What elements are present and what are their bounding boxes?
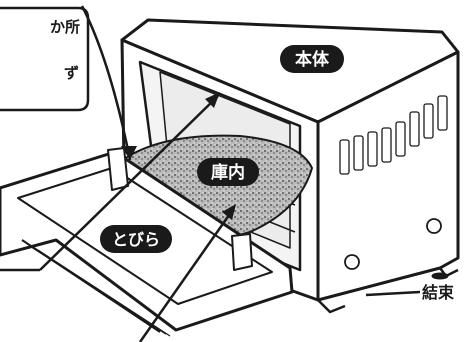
label-binding-text: 結束 bbox=[422, 283, 455, 302]
leader-lines bbox=[0, 5, 421, 342]
callout-line-2: ず bbox=[64, 64, 79, 82]
callout-line-1: か所 bbox=[50, 18, 80, 36]
side-vents bbox=[339, 95, 448, 175]
label-body-text: 本体 bbox=[295, 49, 330, 70]
label-door-text: とびら bbox=[112, 230, 160, 249]
label-interior: 庫内 bbox=[197, 158, 259, 186]
label-binding: 結束 bbox=[422, 283, 455, 302]
label-interior-text: 庫内 bbox=[211, 162, 245, 183]
arrow-heads bbox=[121, 92, 236, 220]
callout-box: か所 ず bbox=[0, 6, 90, 112]
label-door: とびら bbox=[100, 225, 172, 253]
label-body: 本体 bbox=[280, 45, 344, 73]
